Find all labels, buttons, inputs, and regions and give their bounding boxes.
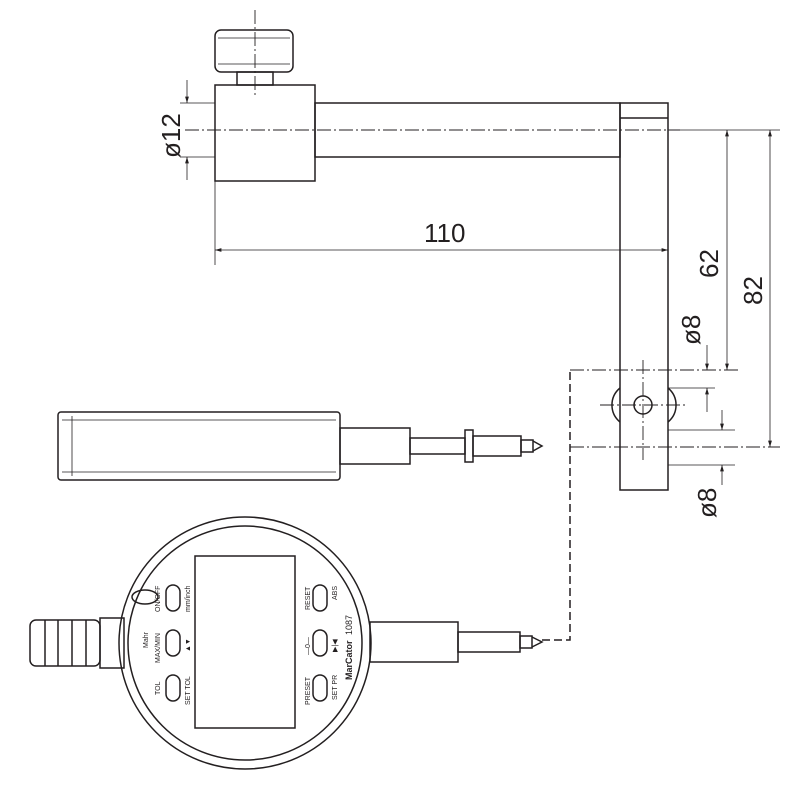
brand-logo [131,589,159,605]
button-zero[interactable]: —0— ▶|◀ [305,629,339,657]
svg-text:▶|◀: ▶|◀ [332,639,339,652]
svg-text:mm/inch: mm/inch [185,585,192,612]
svg-text:SET PR: SET PR [332,675,339,700]
holder-knob [214,29,294,86]
gauge-display [194,555,296,729]
model-name: MarCator [344,640,354,680]
dim-rod-diameter: ø12 [156,113,186,158]
svg-text:RESET: RESET [305,586,312,610]
gauge-side-view [57,411,544,481]
dim-arm-length: 110 [424,218,465,248]
svg-text:—0—: —0— [305,637,312,655]
button-preset[interactable]: PRESET SET PR [305,674,339,705]
svg-text:Mahr: Mahr [143,631,150,648]
svg-text:PRESET: PRESET [305,676,312,705]
vertical-arm [619,102,669,491]
button-on-off[interactable]: ON/OFF mm/inch [155,584,192,612]
svg-text:SET TOL: SET TOL [185,676,192,705]
dim-hole-upper: ø8 [676,315,706,345]
button-reset[interactable]: RESET ABS [305,584,339,612]
dim-height-82: 82 [738,276,768,305]
svg-text:ABS: ABS [332,586,339,600]
dim-hole-lower: ø8 [692,488,722,518]
svg-text:MAX/MIN: MAX/MIN [155,633,162,663]
dim-height-62: 62 [694,249,724,278]
clamp-block [214,84,316,182]
model-number: 1087 [344,615,354,635]
svg-text:▲▼: ▲▼ [185,638,192,652]
button-max-min[interactable]: MAX/MIN ▲▼ [155,629,192,663]
svg-text:ON/OFF: ON/OFF [155,586,162,612]
button-tol[interactable]: TOL SET TOL [155,674,192,705]
svg-text:TOL: TOL [155,681,162,695]
gauge-front-view: Mahr ON/OFF mm/inch MAX/MIN ▲▼ TOL SET T… [29,516,544,770]
